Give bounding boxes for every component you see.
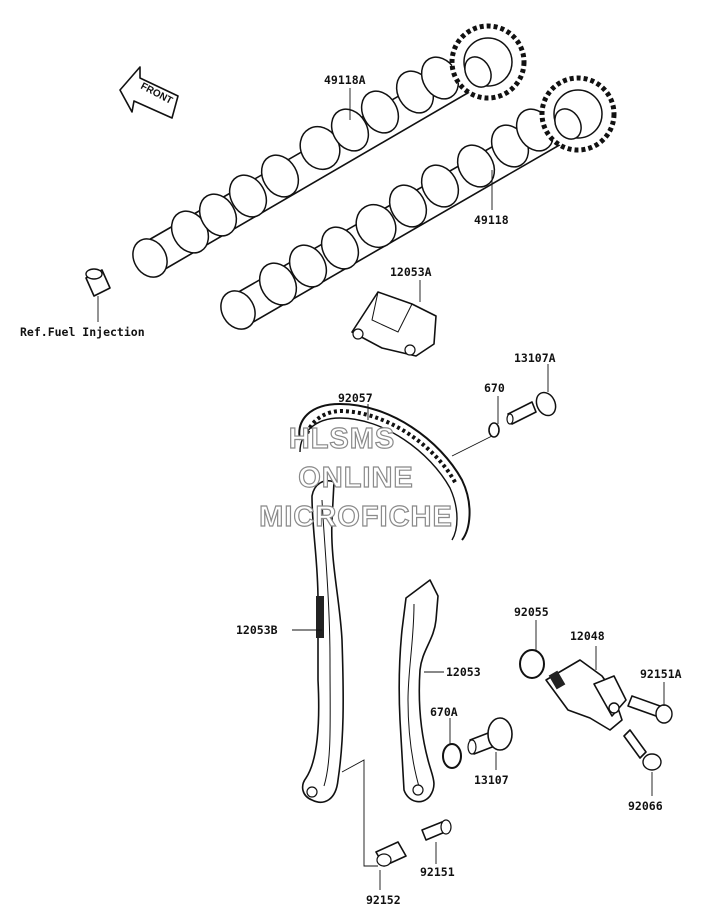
bolt-13107a bbox=[506, 391, 557, 425]
watermark-line-1: HLSMS bbox=[289, 423, 396, 455]
label-bolt-92151a: 92151A bbox=[640, 667, 682, 681]
leader-lines bbox=[97, 88, 665, 890]
label-camshaft-exhaust: 49118 bbox=[474, 213, 509, 227]
bolt-92151 bbox=[421, 819, 452, 841]
label-bolt-92151: 92151 bbox=[420, 865, 455, 879]
bolt-92066 bbox=[623, 729, 662, 771]
label-tensioner: 12048 bbox=[570, 629, 605, 643]
watermark-line-2: ONLINE bbox=[298, 462, 414, 494]
label-collar-92152: 92152 bbox=[366, 893, 401, 907]
chain-guide-front bbox=[398, 579, 439, 803]
label-bolt-13107: 13107 bbox=[474, 773, 509, 787]
front-direction-arrow: FRONT bbox=[119, 66, 179, 119]
chain-guide-holder bbox=[351, 291, 437, 357]
camshaft-exhaust bbox=[220, 75, 617, 330]
label-ref-fuel-injection: Ref.Fuel Injection bbox=[20, 325, 145, 339]
label-guide-front: 12053 bbox=[446, 665, 481, 679]
label-bolt-13107a: 13107A bbox=[514, 351, 556, 365]
watermark: HLSMS ONLINE MICROFICHE bbox=[259, 422, 453, 533]
watermark-line-3: MICROFICHE bbox=[259, 501, 453, 533]
bolt-92151a bbox=[627, 695, 673, 724]
oring-92055 bbox=[519, 649, 545, 679]
fuel-injection-cap bbox=[85, 268, 111, 297]
label-guide-holder: 12053A bbox=[390, 265, 432, 279]
oring-670a bbox=[442, 743, 462, 769]
label-oring-670: 670 bbox=[484, 381, 505, 395]
cam-chain-tensioner bbox=[545, 659, 627, 731]
label-guide-rear: 12053B bbox=[236, 623, 278, 637]
label-camshaft-intake: 49118A bbox=[324, 73, 366, 87]
label-oring-670a: 670A bbox=[430, 705, 458, 719]
collar-92152 bbox=[375, 841, 407, 867]
oring-670 bbox=[488, 422, 500, 438]
label-oring-92055: 92055 bbox=[514, 605, 549, 619]
cam-chain bbox=[298, 402, 471, 541]
label-bolt-92066: 92066 bbox=[628, 799, 663, 813]
chain-guide-rear bbox=[301, 480, 344, 804]
bolt-13107 bbox=[467, 717, 513, 755]
label-cam-chain: 92057 bbox=[338, 391, 373, 405]
camshaft-intake bbox=[132, 23, 527, 278]
